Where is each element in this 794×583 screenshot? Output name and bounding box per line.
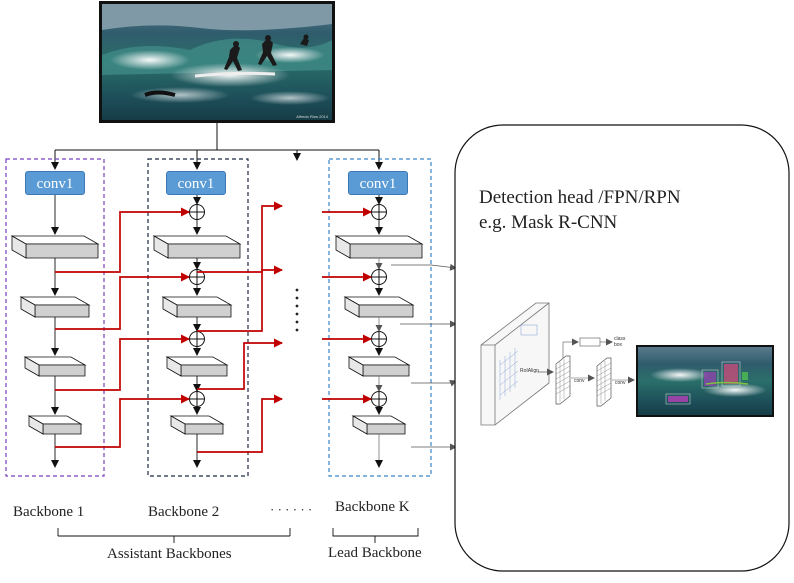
conv-label-2: conv <box>615 380 626 386</box>
b1-block-4-side <box>28 415 44 435</box>
b2-block-3-side <box>166 356 182 377</box>
b1-to-b2-connection-4 <box>55 394 190 448</box>
b2-to-next-connection-3 <box>197 338 283 390</box>
backbone-1-label: Backbone 1 <box>13 504 85 520</box>
b2-block-1-side <box>153 235 169 259</box>
output-image <box>636 345 774 417</box>
conv1-box-backbone-1: conv1 <box>25 171 85 195</box>
lead-backbone-label: Lead Backbone <box>328 545 422 561</box>
bk-out-arrow-1 <box>430 263 457 271</box>
conv1-box-backbone-k: conv1 <box>348 171 408 195</box>
detection-head-title: Detection head /FPN/RPN <box>479 187 681 208</box>
b1-block-2-side <box>20 296 36 318</box>
b1-to-b2-connection-2 <box>55 272 190 330</box>
bk-block-2-front <box>358 304 414 318</box>
bk-block-1-front <box>349 243 423 259</box>
bk-block-1-side <box>335 235 351 259</box>
b1-block-1-side <box>11 235 27 259</box>
horizontal-ellipsis: · · · · · · <box>270 502 312 517</box>
mask-rcnn-schematic: RoIAlign class box conv <box>480 302 635 426</box>
b2-block-1-front <box>167 243 241 259</box>
b1-block-1-top <box>10 235 100 245</box>
lead-brace <box>332 528 419 543</box>
b2-block-4-front <box>184 423 224 435</box>
b2-to-next-connection-2 <box>197 265 283 332</box>
image-credit: Alfredo Rios 2014 <box>296 114 329 119</box>
b1-block-3-front <box>38 364 86 377</box>
vertical-ellipsis <box>295 288 299 332</box>
b1-block-2-front <box>34 304 90 318</box>
backbone-1-frame <box>5 158 105 477</box>
backbone-k-frame <box>328 158 432 477</box>
bk-block-4-side <box>352 415 368 435</box>
b1-block-3-side <box>24 356 40 377</box>
bk-block-3-front <box>362 364 410 377</box>
b2-block-2-side <box>162 296 178 318</box>
b2-block-3-front <box>180 364 228 377</box>
b1-to-b2-connection-3 <box>55 334 190 391</box>
b2-to-next-connection-1 <box>197 201 283 273</box>
assistant-backbones-label: Assistant Backbones <box>107 546 232 562</box>
bk-block-3-side <box>348 356 364 377</box>
b2-to-next-connection-4 <box>197 394 283 453</box>
b1-block-1-front <box>25 243 99 259</box>
backbone-k-label: Backbone K <box>335 499 410 515</box>
b2-block-4-side <box>170 415 186 435</box>
bk-block-4-front <box>366 423 406 435</box>
bk-block-2-side <box>344 296 360 318</box>
b2-block-2-front <box>176 304 232 318</box>
roialign-label: RoIAlign <box>520 368 539 374</box>
box-label: box <box>614 342 623 348</box>
detection-head-subtitle: e.g. Mask R-CNN <box>479 212 618 233</box>
b1-block-4-front <box>42 423 82 435</box>
detection-head-panel <box>454 124 790 572</box>
conv1-box-backbone-2: conv1 <box>166 171 226 195</box>
backbone-stages <box>10 195 457 468</box>
bk-block-1-top <box>334 235 424 245</box>
b1-to-b2-connection-1 <box>55 207 190 273</box>
class-label: class <box>614 336 626 342</box>
input-image: Alfredo Rios 2014 <box>99 1 335 123</box>
backbone-2-frame <box>147 158 249 477</box>
conv-label-1: conv <box>574 378 585 384</box>
b2-block-1-top <box>152 235 242 245</box>
assistant-brace <box>57 528 291 543</box>
backbone-2-label: Backbone 2 <box>148 504 220 520</box>
